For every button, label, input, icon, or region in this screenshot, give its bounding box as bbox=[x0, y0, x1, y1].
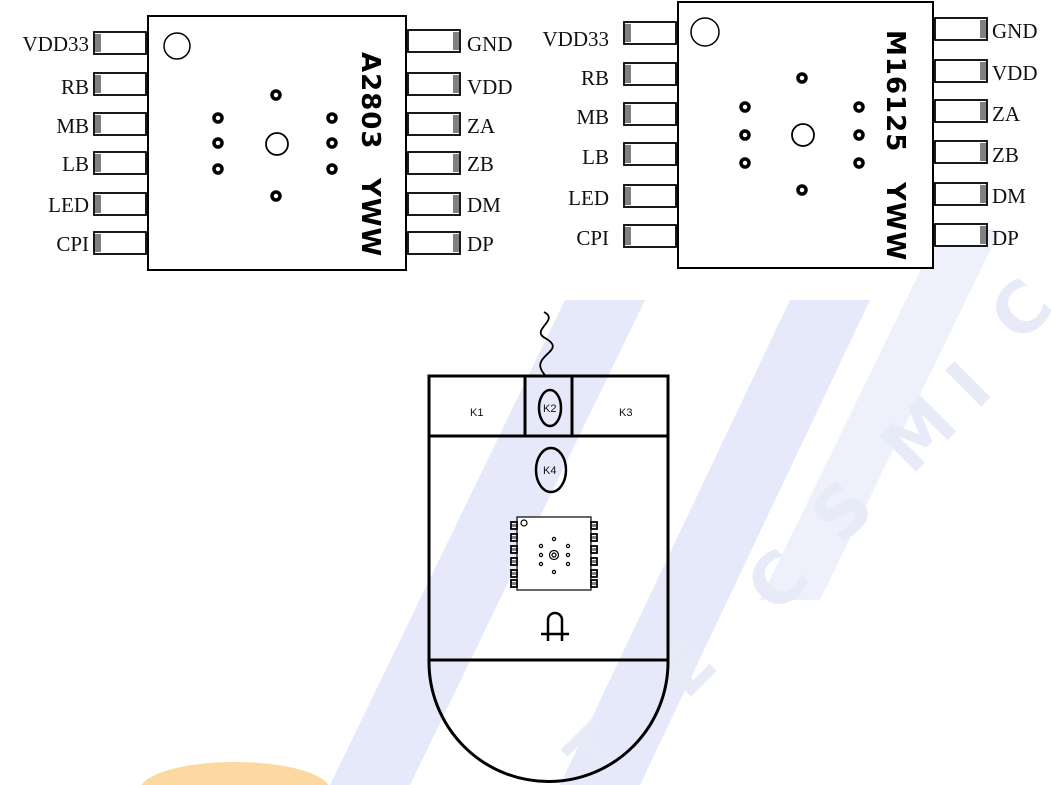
watermark-stripe-1 bbox=[330, 300, 645, 785]
pin-pad-left bbox=[623, 184, 677, 208]
chip-pins bbox=[93, 29, 461, 255]
pin-label-left: VDD33 bbox=[23, 32, 90, 56]
pin-label-right: DM bbox=[467, 193, 501, 217]
mini-pin-right bbox=[590, 579, 598, 588]
pin1-marker bbox=[690, 17, 720, 47]
pin-label-right: DP bbox=[992, 226, 1019, 250]
chip-body bbox=[147, 15, 407, 271]
key-label-k3: K3 bbox=[619, 407, 632, 419]
pin-label-right: ZA bbox=[992, 102, 1021, 126]
led-symbol bbox=[541, 611, 569, 641]
pin-pad-right bbox=[934, 223, 988, 247]
pin-pad-right bbox=[407, 192, 461, 216]
pin-label-right: ZB bbox=[992, 143, 1019, 167]
pin-label-right: ZA bbox=[467, 114, 496, 138]
pin-pad-left bbox=[93, 112, 147, 136]
pin-label-left: LED bbox=[48, 193, 89, 217]
pin-label-left: CPI bbox=[56, 232, 89, 256]
pin-pad-left bbox=[623, 224, 677, 248]
mouse-cable bbox=[539, 311, 554, 377]
pin-pad-right bbox=[407, 231, 461, 255]
mini-pin-left bbox=[510, 521, 518, 530]
pin-pad-left bbox=[623, 62, 677, 86]
pin-label-right: GND bbox=[992, 19, 1038, 43]
pin-label-left: RB bbox=[61, 75, 89, 99]
chip-dot-grid bbox=[739, 72, 865, 196]
pin-label-left: VDD33 bbox=[543, 27, 610, 51]
mouse-body-outline bbox=[427, 374, 670, 783]
watermark: T E C S M I C bbox=[141, 230, 1051, 785]
pin-pad-right bbox=[407, 151, 461, 175]
mini-pin-left bbox=[510, 557, 518, 566]
pin-pad-right bbox=[407, 29, 461, 53]
chip-marking-part: M16125 bbox=[880, 30, 910, 152]
chip-dot-grid bbox=[212, 89, 338, 202]
pin1-marker bbox=[163, 32, 191, 60]
pin-label-left: CPI bbox=[576, 226, 609, 250]
chip-marking-date: YWW bbox=[355, 177, 385, 257]
pin-pad-right bbox=[407, 72, 461, 96]
pin-pad-left bbox=[93, 192, 147, 216]
pin-pad-left bbox=[623, 21, 677, 45]
mini-chip bbox=[516, 516, 592, 591]
pin-pad-right bbox=[934, 140, 988, 164]
pin-pad-left bbox=[93, 151, 147, 175]
watermark-letter: C bbox=[974, 263, 1051, 357]
pin-label-right: VDD bbox=[992, 61, 1038, 85]
pin-label-right: ZB bbox=[467, 152, 494, 176]
pin-pad-right bbox=[934, 99, 988, 123]
pin-label-left: RB bbox=[581, 66, 609, 90]
pin-pad-left bbox=[93, 231, 147, 255]
pin-pad-right bbox=[407, 112, 461, 136]
pin-pad-right bbox=[934, 182, 988, 206]
mini-pin-right bbox=[590, 533, 598, 542]
scroll-wheel-slot bbox=[523, 374, 574, 438]
pin-pad-left bbox=[93, 31, 147, 55]
key-label-k2: K2 bbox=[543, 403, 556, 415]
pin-label-right: VDD bbox=[467, 75, 513, 99]
pin-pad-right bbox=[934, 59, 988, 83]
mini-pin-left bbox=[510, 545, 518, 554]
pin-pad-right bbox=[934, 17, 988, 41]
pin-label-right: DM bbox=[992, 184, 1026, 208]
key-k2-switch bbox=[537, 388, 563, 428]
chip-marking-part: A2803 bbox=[355, 52, 385, 150]
mouse-diagram bbox=[427, 311, 670, 783]
mini-pin-right bbox=[590, 569, 598, 578]
watermark-stripe-2 bbox=[560, 300, 870, 785]
watermark-orange-blob bbox=[141, 762, 329, 785]
key-label-k4: K4 bbox=[543, 465, 556, 477]
pin-label-left: LB bbox=[62, 152, 89, 176]
mini-pin-right bbox=[590, 545, 598, 554]
chip-a2803: A2803 YWW VDD33 RB MB LB LED CPI GND VDD… bbox=[23, 15, 513, 271]
pin-label-left: LED bbox=[568, 186, 609, 210]
chip-pins bbox=[623, 17, 988, 248]
mini-pin-right bbox=[590, 557, 598, 566]
pin-pad-left bbox=[623, 102, 677, 126]
chip-m16125: M16125 YWW VDD33 RB MB LB LED CPI GND VD… bbox=[543, 1, 1038, 269]
mini-pin-left bbox=[510, 569, 518, 578]
key-k4-switch bbox=[534, 446, 568, 494]
key-label-k1: K1 bbox=[470, 407, 483, 419]
chip-marking-date: YWW bbox=[880, 181, 910, 261]
pin-label-left: MB bbox=[56, 114, 89, 138]
mini-chip-pins bbox=[510, 521, 598, 588]
watermark-stripe-3 bbox=[760, 230, 1000, 600]
pin-label-left: LB bbox=[582, 145, 609, 169]
pin-pad-left bbox=[623, 142, 677, 166]
pin-label-left: MB bbox=[576, 105, 609, 129]
mini-pin-left bbox=[510, 533, 518, 542]
pin-label-right: GND bbox=[467, 32, 513, 56]
mini-pin-left bbox=[510, 579, 518, 588]
chip-body bbox=[677, 1, 934, 269]
pin-label-right: DP bbox=[467, 232, 494, 256]
mini-pin-right bbox=[590, 521, 598, 530]
pin-pad-left bbox=[93, 72, 147, 96]
